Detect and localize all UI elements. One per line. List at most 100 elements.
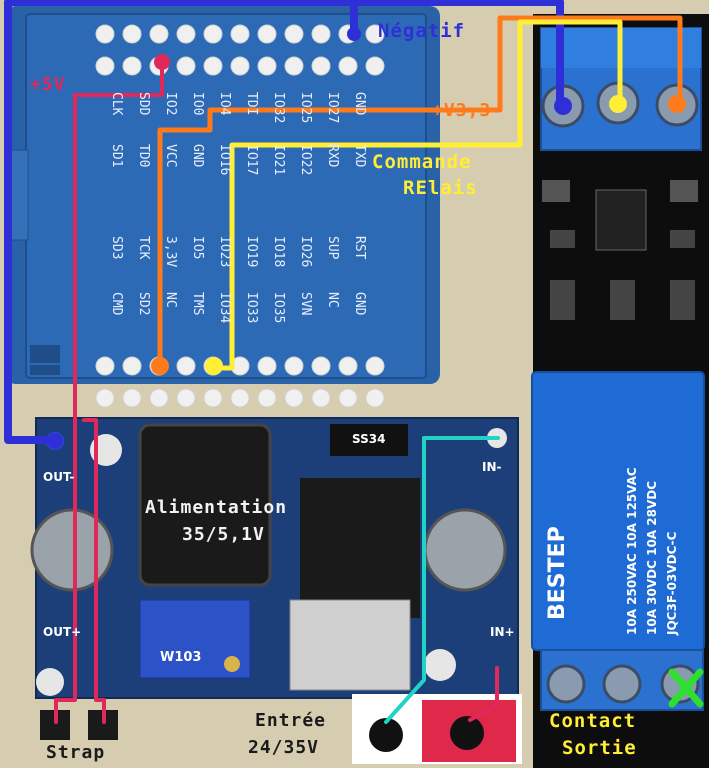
wire-input-plus	[468, 666, 499, 722]
header-pin	[257, 56, 277, 76]
header-pin	[257, 356, 277, 376]
input-connector	[352, 694, 522, 764]
header-pin	[149, 388, 169, 408]
header-pin	[257, 388, 277, 408]
header-pin	[284, 388, 304, 408]
header-pin	[338, 388, 358, 408]
pin-label: SUP	[325, 236, 340, 260]
pin-label: GND	[190, 144, 205, 168]
pin-label: IO4	[217, 92, 232, 116]
pin-label: 3,3V	[163, 236, 178, 268]
header-pin	[365, 356, 385, 376]
pin-label: NC	[325, 292, 340, 308]
pin-label: IO23	[217, 236, 232, 268]
header-pin	[149, 24, 169, 44]
converter-in-minus: IN-	[482, 460, 502, 474]
pin-label: IO26	[298, 236, 313, 268]
label-entree: Entrée	[255, 710, 327, 731]
pin-label: IO22	[298, 144, 313, 176]
pin-label: IO21	[271, 144, 286, 176]
wire-plus5v	[54, 58, 164, 724]
header-pin	[365, 24, 385, 44]
header-pin	[176, 388, 196, 408]
header-pin	[230, 388, 250, 408]
header-pin	[257, 24, 277, 44]
esp32-board	[5, 6, 440, 408]
relay-model: JQC3F-03VDC-C	[665, 531, 679, 635]
pin-label: TD0	[136, 144, 151, 168]
pin-label: GND	[352, 92, 367, 116]
relay-rating2: 10A 30VDC 10A 28VDC	[645, 480, 659, 635]
pin-label: IO19	[244, 236, 259, 268]
pin-label: IO2	[163, 92, 178, 116]
pin-label: SD3	[109, 236, 124, 260]
header-pin	[365, 388, 385, 408]
x-mark-icon	[668, 668, 704, 708]
label-relais: RElais	[403, 177, 478, 199]
pin-label: CLK	[109, 92, 124, 116]
pin-label: IO32	[271, 92, 286, 124]
header-pin	[365, 56, 385, 76]
pin-label: RST	[352, 236, 367, 260]
pin-label: IO17	[244, 144, 259, 176]
pin-label: GND	[352, 292, 367, 316]
header-pin	[338, 56, 358, 76]
pin-label: IO33	[244, 292, 259, 324]
pin-label: SD2	[136, 292, 151, 316]
screw-terminal-icon	[602, 664, 642, 704]
header-pin	[176, 56, 196, 76]
pin-label: NC	[163, 292, 178, 308]
header-pin	[95, 356, 115, 376]
pin-label: SDD	[136, 92, 151, 116]
pin-label: IO34	[217, 292, 232, 324]
relay-brand: BESTEP	[545, 526, 570, 620]
pin-label: IO25	[298, 92, 313, 124]
converter-pot: W103	[160, 650, 202, 665]
header-pin	[95, 24, 115, 44]
header-pin	[284, 56, 304, 76]
label-negatif: Négatif	[378, 20, 466, 42]
header-pin	[122, 56, 142, 76]
label-sortie: Sortie	[562, 737, 637, 759]
wire-commande	[211, 19, 623, 371]
pin-label: TDI	[244, 92, 259, 116]
label-alimentation-voltage: 35/5,1V	[182, 524, 265, 545]
relay-rating1: 10A 250VAC 10A 125VAC	[625, 467, 639, 635]
converter-out-plus: OUT+	[43, 625, 82, 639]
pin-label: IO5	[190, 236, 205, 260]
pin-label: SVN	[298, 292, 313, 316]
label-alimentation: Alimentation	[145, 497, 288, 518]
header-pin	[122, 356, 142, 376]
label-plus3v3: +V3,3	[432, 100, 492, 121]
dc-converter	[30, 417, 519, 699]
pin-label: TCK	[136, 236, 151, 260]
pin-label: IO0	[190, 92, 205, 116]
converter-diode: SS34	[352, 432, 386, 446]
pin-label: IO35	[271, 292, 286, 324]
header-pin	[95, 388, 115, 408]
label-entree-voltage: 24/35V	[248, 737, 320, 758]
pin-label: IO18	[271, 236, 286, 268]
header-pin	[230, 56, 250, 76]
header-pin	[284, 24, 304, 44]
label-plus5v: +5V	[30, 74, 66, 95]
header-pin	[284, 356, 304, 376]
pin-label: IO16	[217, 144, 232, 176]
header-pin	[230, 24, 250, 44]
header-pin	[203, 24, 223, 44]
header-pin	[203, 388, 223, 408]
header-pin	[311, 56, 331, 76]
wire-plus3v3	[157, 15, 683, 371]
label-strap: Strap	[46, 742, 106, 763]
header-pin	[176, 24, 196, 44]
pin-label: RXD	[325, 144, 340, 168]
label-commande: Commande	[372, 151, 472, 173]
header-pin	[122, 388, 142, 408]
pin-label: VCC	[163, 144, 178, 168]
connection-dots	[47, 27, 686, 449]
label-contact: Contact	[549, 710, 637, 732]
header-pin	[122, 24, 142, 44]
wire-input	[384, 436, 500, 724]
header-pin	[311, 356, 331, 376]
screw-terminal-icon	[546, 664, 586, 704]
